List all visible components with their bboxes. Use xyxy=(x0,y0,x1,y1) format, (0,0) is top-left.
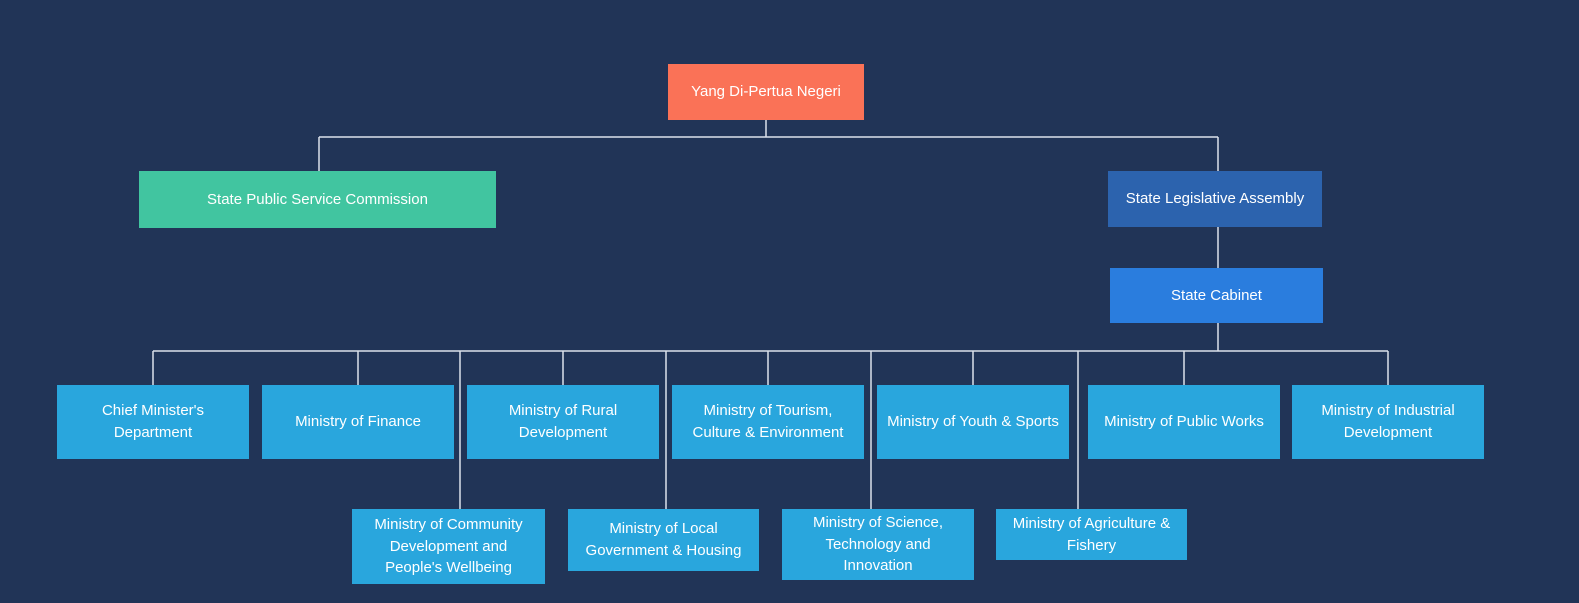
org-node-ministry-of-local-government-housing: Ministry of Local Government & Housing xyxy=(568,509,759,571)
org-node-ministry-of-industrial-development: Ministry of Industrial Development xyxy=(1292,385,1484,459)
org-node-state-legislative-assembly: State Legislative Assembly xyxy=(1108,171,1322,227)
org-node-state-cabinet: State Cabinet xyxy=(1110,268,1323,323)
org-node-ministry-of-science-technology-innovation: Ministry of Science, Technology and Inno… xyxy=(782,509,974,580)
org-node-ministry-of-tourism-culture-environment: Ministry of Tourism, Culture & Environme… xyxy=(672,385,864,459)
org-node-chief-ministers-department: Chief Minister's Department xyxy=(57,385,249,459)
org-node-ministry-of-youth-sports: Ministry of Youth & Sports xyxy=(877,385,1069,459)
org-node-ministry-of-finance: Ministry of Finance xyxy=(262,385,454,459)
org-node-state-public-service-commission: State Public Service Commission xyxy=(139,171,496,228)
org-node-ministry-of-agriculture-fishery: Ministry of Agriculture & Fishery xyxy=(996,509,1187,560)
org-node-ministry-of-community-development: Ministry of Community Development and Pe… xyxy=(352,509,545,584)
org-node-ministry-of-public-works: Ministry of Public Works xyxy=(1088,385,1280,459)
org-node-ministry-of-rural-development: Ministry of Rural Development xyxy=(467,385,659,459)
org-node-yang-di-pertua-negeri: Yang Di-Pertua Negeri xyxy=(668,64,864,120)
